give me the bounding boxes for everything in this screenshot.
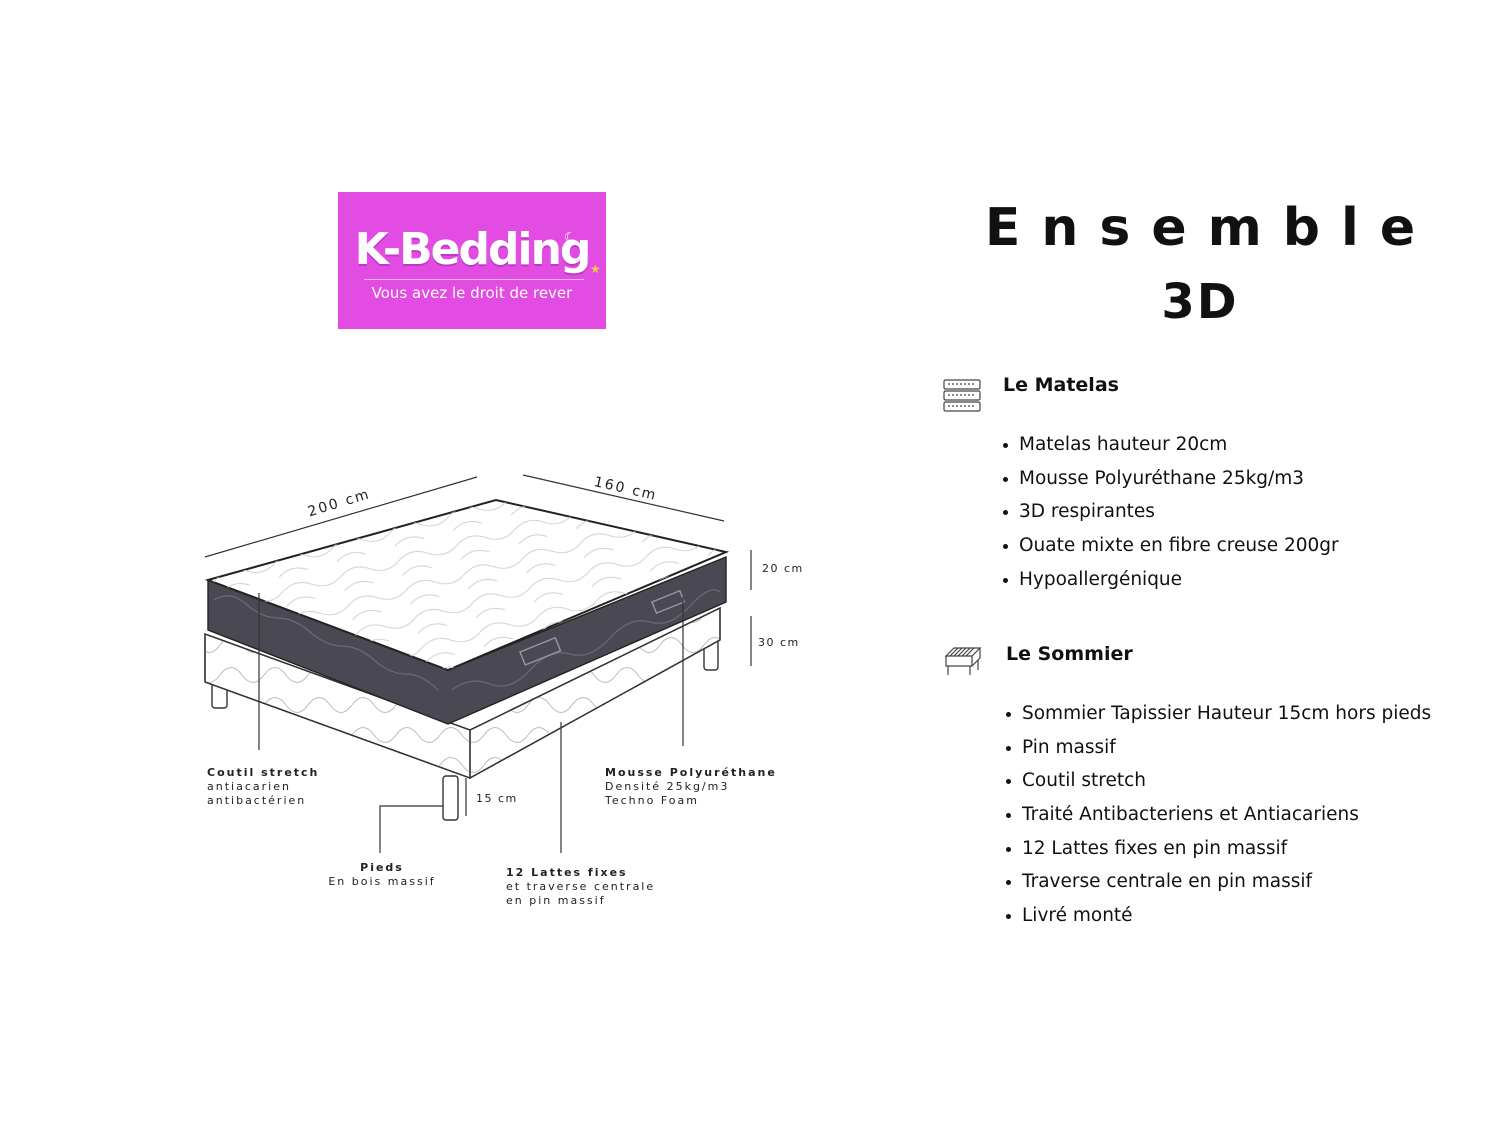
label-lattes-line2: en pin massif [506,894,606,907]
leader-lines [258,593,684,853]
label-coutil-line1: antiacarien [207,780,291,793]
list-item: Sommier Tapissier Hauteur 15cm hors pied… [1006,697,1431,731]
dimension-leg-height: 15 cm [476,792,518,805]
list-item: Matelas hauteur 20cm [1003,428,1339,462]
mattress-icon [943,379,981,412]
list-item: Mousse Polyuréthane 25kg/m3 [1003,462,1339,496]
label-coutil-line2: antibactérien [207,794,307,807]
brand-logo: K-Bedding ☾ ★ Vous avez le droit de reve… [338,192,606,329]
list-item: 3D respirantes [1003,495,1339,529]
label-coutil: Coutil stretch antiacarien antibactérien [207,766,319,808]
moon-icon: ☾ [564,230,577,246]
label-coutil-title: Coutil stretch [207,766,320,779]
label-pieds: Pieds En bois massif [326,861,438,889]
bed-base [204,606,721,780]
label-mousse: Mousse Polyuréthane Densité 25kg/m3 Tech… [605,766,777,808]
section-heading-sommier: Le Sommier [1006,643,1133,665]
list-item: Pin massif [1006,731,1431,765]
matelas-feature-list: Matelas hauteur 20cm Mousse Polyuréthane… [1003,428,1339,596]
dimension-mattress-height: 20 cm [762,562,804,575]
product-subtitle: 3D [1161,274,1239,330]
logo-divider [364,279,584,280]
label-mousse-line2: Techno Foam [605,794,699,807]
label-lattes-title: 12 Lattes fixes [506,866,628,879]
label-lattes: 12 Lattes fixes et traverse centrale en … [506,866,655,908]
list-item: Hypoallergénique [1003,563,1339,597]
list-item: Traverse centrale en pin massif [1006,865,1431,899]
bed-base-icon [944,647,982,675]
brand-name: K-Bedding [354,224,592,275]
section-heading-matelas: Le Matelas [1003,374,1119,396]
mattress-top [204,498,730,672]
label-mousse-title: Mousse Polyuréthane [605,766,777,779]
list-item: Ouate mixte en fibre creuse 200gr [1003,529,1339,563]
dimension-lines [204,474,752,816]
dimension-base-height: 30 cm [758,636,800,649]
brand-tagline: Vous avez le droit de rever [371,284,573,302]
product-title: Ensemble [984,198,1437,258]
label-mousse-line1: Densité 25kg/m3 [605,780,730,793]
star-icon: ★ [590,262,601,276]
list-item: Livré monté [1006,899,1431,933]
list-item: 12 Lattes fixes en pin massif [1006,832,1431,866]
sommier-feature-list: Sommier Tapissier Hauteur 15cm hors pied… [1006,697,1431,933]
label-pieds-line1: En bois massif [328,875,436,888]
label-lattes-line1: et traverse centrale [506,880,656,893]
list-item: Traité Antibacteriens et Antiacariens [1006,798,1431,832]
label-pieds-title: Pieds [360,861,404,874]
list-item: Coutil stretch [1006,764,1431,798]
bed-diagram [204,474,752,853]
